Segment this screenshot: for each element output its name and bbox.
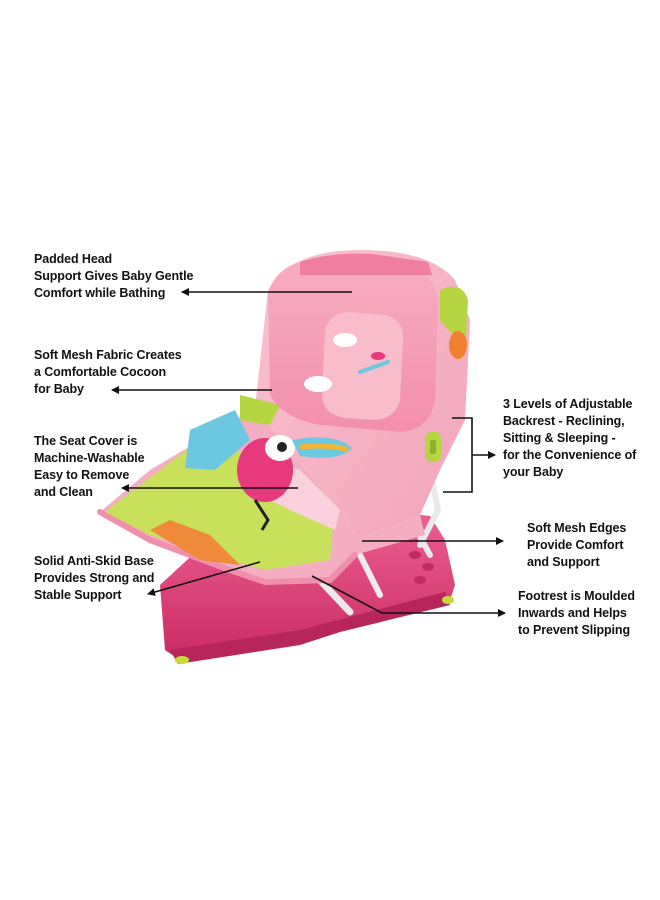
- callout-line: Soft Mesh Fabric Creates: [34, 348, 182, 362]
- callout-line: for Baby: [34, 382, 84, 396]
- callout-line: Stable Support: [34, 588, 122, 602]
- callout-line: and Support: [527, 555, 600, 569]
- recline-clip: [425, 432, 441, 462]
- callout-line: Footrest is Moulded: [518, 589, 635, 603]
- callout-footrest: Footrest is Moulded Inwards and Helps to…: [518, 588, 635, 639]
- callout-line: a Comfortable Cocoon: [34, 365, 167, 379]
- callout-line: your Baby: [503, 465, 564, 479]
- callout-line: Padded Head: [34, 252, 113, 266]
- seat-print: [105, 286, 468, 570]
- callout-line: Solid Anti-Skid Base: [34, 554, 154, 568]
- callout-line: Machine-Washable: [34, 451, 145, 465]
- callout-mesh-fabric: Soft Mesh Fabric Creates a Comfortable C…: [34, 347, 182, 398]
- callout-line: Easy to Remove: [34, 468, 130, 482]
- callout-backrest-levels: 3 Levels of Adjustable Backrest - Reclin…: [503, 396, 636, 481]
- callout-anti-skid-base: Solid Anti-Skid Base Provides Strong and…: [34, 553, 154, 604]
- callout-line: Inwards and Helps: [518, 606, 627, 620]
- callout-seat-cover: The Seat Cover is Machine-Washable Easy …: [34, 433, 145, 501]
- callout-line: for the Convenience of: [503, 448, 637, 462]
- callout-line: Support Gives Baby Gentle: [34, 269, 194, 283]
- arrow-anti-skid: [147, 561, 261, 596]
- callout-line: to Prevent Slipping: [518, 623, 630, 637]
- callout-line: Comfort while Bathing: [34, 286, 166, 300]
- leader-lines: [111, 288, 506, 617]
- callout-line: Provide Comfort: [527, 538, 624, 552]
- callout-line: Soft Mesh Edges: [527, 521, 627, 535]
- callout-line: Backrest - Reclining,: [503, 414, 625, 428]
- callout-line: Sitting & Sleeping -: [503, 431, 616, 445]
- callout-line: The Seat Cover is: [34, 434, 138, 448]
- callout-line: 3 Levels of Adjustable: [503, 397, 633, 411]
- callout-line: and Clean: [34, 485, 93, 499]
- callout-mesh-edges: Soft Mesh Edges Provide Comfort and Supp…: [527, 520, 626, 571]
- callout-head-support: Padded Head Support Gives Baby Gentle Co…: [34, 251, 193, 302]
- callout-line: Provides Strong and: [34, 571, 155, 585]
- arrow-footrest: [311, 575, 506, 617]
- head-cushion: [268, 253, 438, 432]
